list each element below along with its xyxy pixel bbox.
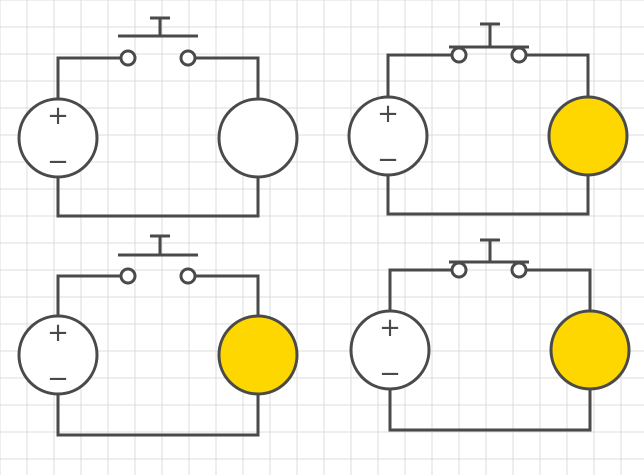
wire-loop xyxy=(56,274,260,437)
battery-plus-symbol: + xyxy=(47,101,69,131)
battery-source xyxy=(17,314,99,396)
circuits-group: +−+−+−+− xyxy=(17,16,631,437)
battery-minus-symbol: − xyxy=(47,147,69,177)
circuit-bottom-left: +− xyxy=(17,234,299,437)
wire-loop xyxy=(388,268,592,432)
circuit-bottom-right: +− xyxy=(349,238,631,432)
battery-plus-symbol: + xyxy=(379,313,401,343)
switch-contact-left xyxy=(450,261,468,279)
switch-contact-left xyxy=(450,46,468,64)
lamp-bulb-lit xyxy=(217,314,299,396)
switch-contact-right xyxy=(179,49,197,67)
wire-loop xyxy=(56,56,260,218)
circuit-top-right: +− xyxy=(347,22,629,216)
battery-source xyxy=(347,95,429,177)
lamp-bulb-lit xyxy=(547,95,629,177)
battery-minus-symbol: − xyxy=(47,364,69,394)
lamp-bulb-lit xyxy=(549,309,631,391)
switch-contact-right xyxy=(510,46,528,64)
battery-plus-symbol: + xyxy=(47,318,69,348)
battery-source xyxy=(349,309,431,391)
switch-contact-left xyxy=(119,49,137,67)
wire-loop xyxy=(386,53,590,216)
switch-contact-right xyxy=(179,267,197,285)
circuit-top-left: +− xyxy=(17,16,299,218)
switch-contact-left xyxy=(119,267,137,285)
switch-contact-right xyxy=(510,261,528,279)
battery-plus-symbol: + xyxy=(377,99,399,129)
battery-minus-symbol: − xyxy=(377,145,399,175)
lamp-bulb-unlit xyxy=(217,97,299,179)
battery-source xyxy=(17,97,99,179)
battery-minus-symbol: − xyxy=(379,359,401,389)
